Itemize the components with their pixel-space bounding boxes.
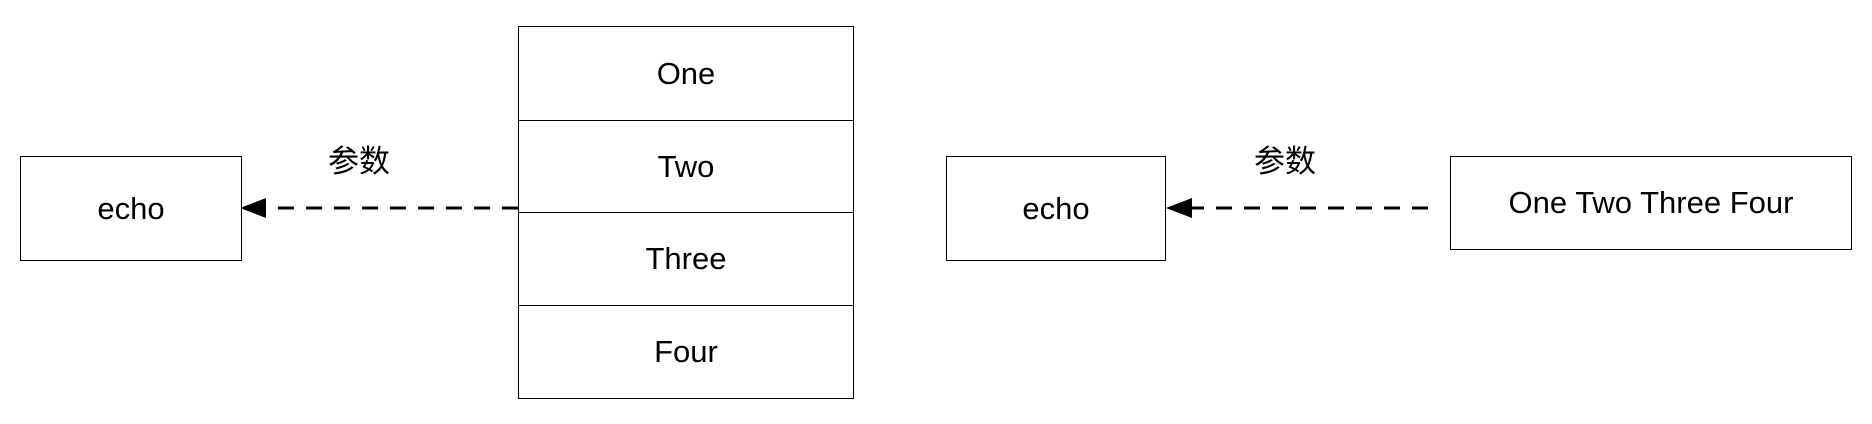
- stack-item-one: One: [518, 26, 854, 121]
- stack-item-label: Four: [654, 333, 718, 369]
- stack-item-two: Two: [518, 119, 854, 214]
- left-echo-box: echo: [20, 156, 242, 261]
- stack-item-four: Four: [518, 304, 854, 399]
- stack-item-three: Three: [518, 212, 854, 306]
- right-echo-label: echo: [1022, 190, 1090, 226]
- stack-item-label: Three: [645, 241, 727, 276]
- stack-item-label: Two: [657, 148, 715, 184]
- right-edge-label: 参数: [1254, 144, 1316, 179]
- combined-argument-box: One Two Three Four: [1450, 156, 1852, 250]
- right-echo-box: echo: [946, 156, 1166, 261]
- left-edge-label: 参数: [328, 144, 390, 179]
- stack-item-label: One: [656, 55, 716, 91]
- left-echo-label: echo: [97, 190, 165, 226]
- right-arrowhead: [1166, 198, 1192, 218]
- combined-argument-label: One Two Three Four: [1508, 185, 1794, 220]
- left-arrowhead: [240, 198, 266, 218]
